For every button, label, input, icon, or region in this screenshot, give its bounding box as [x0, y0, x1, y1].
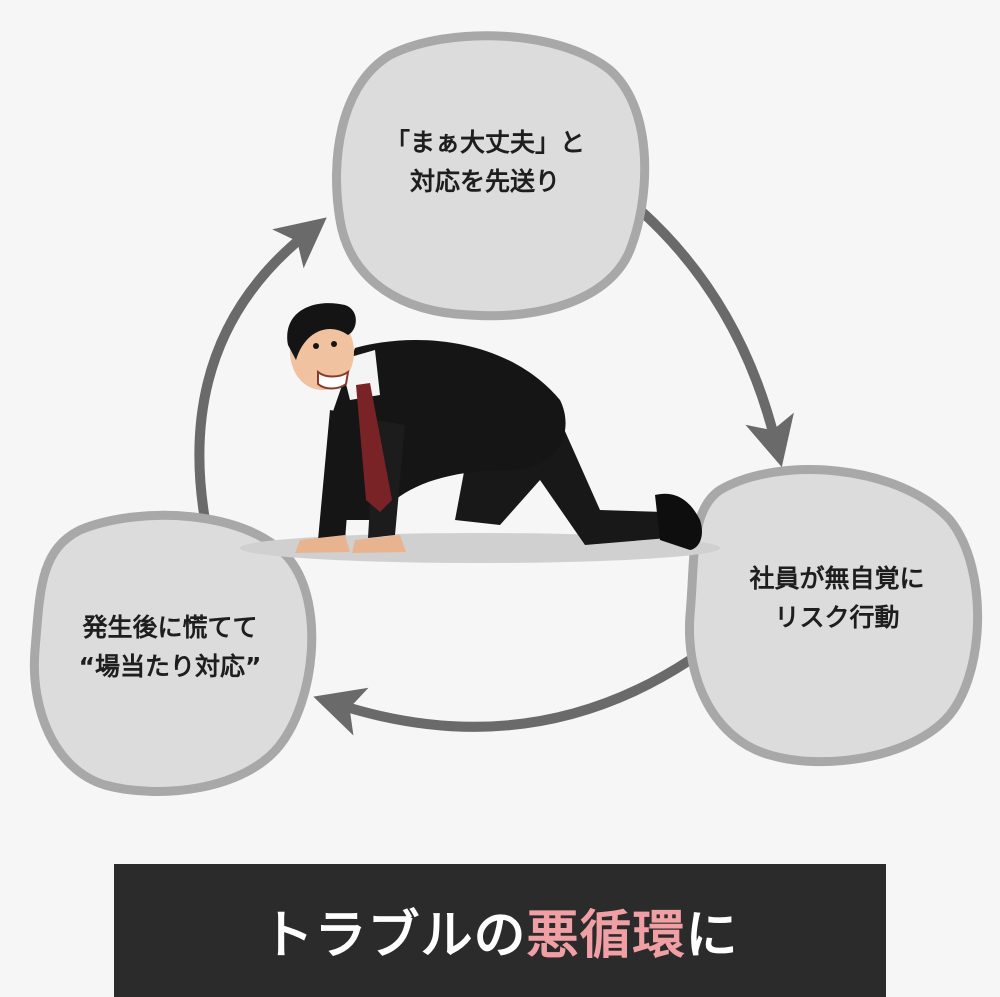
node-left-line2: “場当たり対応”	[78, 651, 262, 681]
hair	[287, 303, 356, 360]
hands	[295, 535, 350, 553]
node-top-label: 「まぁ大丈夫」と 対応を先送り	[350, 124, 620, 202]
node-right-label: 社員が無自覚に リスク行動	[702, 560, 972, 638]
businessman-illustration	[240, 303, 720, 563]
bubble-left	[29, 510, 317, 796]
caption-prefix: トラブルの	[261, 906, 527, 966]
node-top-line2: 対応を先送り	[409, 166, 560, 196]
caption-text: トラブルの悪循環に	[261, 893, 738, 968]
node-left-label: 発生後に慌てて “場当たり対応”	[35, 609, 305, 687]
bubble-right	[684, 465, 982, 767]
node-left-line1: 発生後に慌てて	[82, 613, 258, 642]
shoe	[655, 493, 702, 550]
arrow-left-to-top	[194, 217, 327, 521]
necktie	[356, 383, 392, 512]
caption-highlight: 悪循環	[526, 906, 686, 966]
arrow-right-to-left	[313, 655, 693, 736]
bubble-top	[332, 31, 650, 321]
node-right-line1: 社員が無自覚に	[749, 564, 925, 593]
caption-banner: トラブルの悪循環に	[114, 864, 886, 997]
node-right-line2: リスク行動	[774, 602, 900, 632]
node-top-line1: 「まぁ大丈夫」と	[384, 128, 585, 157]
arrow-top-to-right	[636, 206, 794, 468]
caption-suffix: に	[685, 906, 739, 966]
